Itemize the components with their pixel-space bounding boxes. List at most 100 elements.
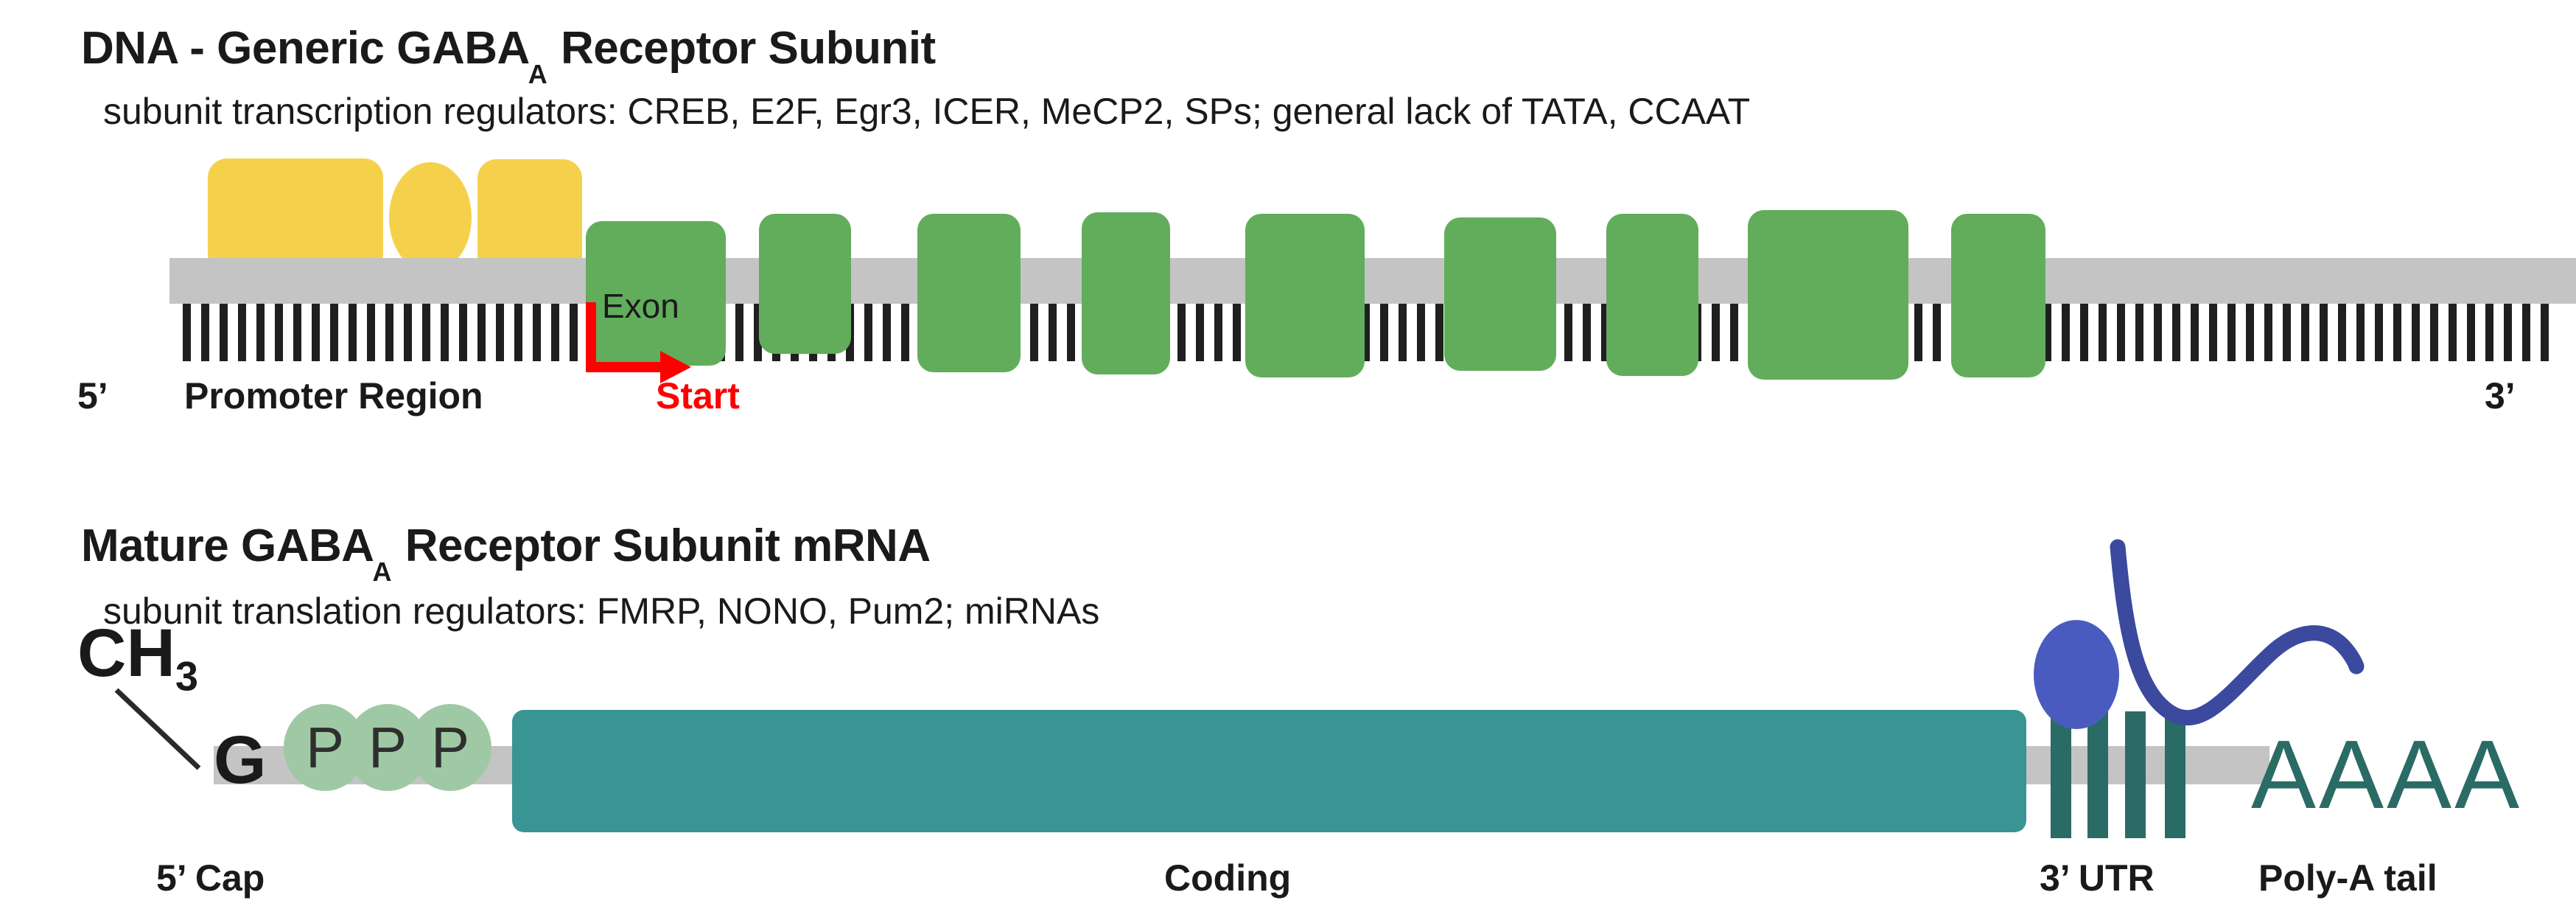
dna-tick	[220, 304, 228, 361]
exon-box-3	[917, 214, 1021, 372]
dna-tick	[404, 304, 412, 361]
dna-title-tail: Receptor Subunit	[548, 23, 936, 74]
dna-tick	[1196, 304, 1204, 361]
five-prime-cap-label: 5’ Cap	[156, 857, 265, 899]
dna-tick	[2393, 304, 2401, 361]
dna-tick	[901, 304, 909, 361]
dna-tick	[349, 304, 357, 361]
mirna-squiggle-icon	[2110, 539, 2365, 726]
dna-tick	[754, 304, 762, 361]
dna-tick	[2356, 304, 2365, 361]
dna-tick	[2117, 304, 2125, 361]
dna-tick	[1380, 304, 1388, 361]
dna-tick	[2135, 304, 2143, 361]
dna-tick	[2541, 304, 2549, 361]
dna-tick	[1601, 304, 1609, 361]
dna-tick	[2154, 304, 2162, 361]
dna-tick	[459, 304, 467, 361]
exon-box-5	[1245, 214, 1365, 377]
dna-title-main: DNA - Generic GABA	[81, 23, 530, 74]
dna-tick	[2246, 304, 2254, 361]
transcription-start-arrow-icon	[586, 302, 691, 383]
exon-box-9	[1951, 214, 2045, 377]
dna-tick	[2062, 304, 2070, 361]
dna-tick	[2412, 304, 2420, 361]
regulator-box-1	[208, 158, 383, 273]
dna-tick	[312, 304, 320, 361]
ch3-subscript: 3	[175, 652, 199, 700]
dna-tick	[2320, 304, 2328, 361]
dna-tick	[293, 304, 301, 361]
dna-tick	[864, 304, 872, 361]
exon-box-1: Exon	[586, 221, 726, 366]
dna-tick	[2043, 304, 2051, 361]
poly-a-text: AAAA	[2251, 720, 2523, 829]
dna-tick	[2227, 304, 2236, 361]
dna-three-prime-label: 3’	[2485, 375, 2516, 417]
mrna-title-tail: Receptor Subunit mRNA	[393, 520, 931, 571]
dna-tick	[883, 304, 891, 361]
dna-tick	[1233, 304, 1241, 361]
dna-tick	[1030, 304, 1038, 361]
exon-box-4	[1082, 212, 1170, 374]
dna-tick	[238, 304, 246, 361]
dna-tick	[1914, 304, 1922, 361]
rna-binding-protein-ellipse-icon	[2034, 620, 2119, 729]
dna-tick	[2430, 304, 2438, 361]
dna-tick	[514, 304, 522, 361]
mrna-section-subtitle: subunit translation regulators: FMRP, NO…	[103, 590, 1100, 632]
dna-tick	[533, 304, 541, 361]
dna-tick	[2264, 304, 2272, 361]
dna-tick	[1417, 304, 1425, 361]
dna-tick	[735, 304, 743, 361]
ch3-text: CH	[77, 616, 175, 691]
poly-a-tail-label: Poly-A tail	[2258, 857, 2437, 899]
dna-backbone-strand	[169, 258, 2576, 304]
dna-tick	[1730, 304, 1738, 361]
mrna-section-title: Mature GABAA Receptor Subunit mRNA	[81, 520, 931, 587]
phosphate-circle-2: P	[346, 704, 429, 791]
exon-group: Exon	[0, 0, 2576, 442]
coding-region-block	[512, 710, 2026, 832]
dna-tick	[477, 304, 486, 361]
dna-five-prime-label: 5’	[77, 375, 108, 417]
dna-tick	[441, 304, 449, 361]
dna-tick	[1933, 304, 1941, 361]
dna-section-title: DNA - Generic GABAA Receptor Subunit	[81, 22, 936, 89]
dna-tick	[1583, 304, 1591, 361]
dna-tick	[1177, 304, 1186, 361]
dna-tick	[496, 304, 504, 361]
dna-tick	[330, 304, 338, 361]
coding-region-label: Coding	[1164, 857, 1292, 899]
utr-bar-4	[2165, 711, 2185, 838]
exon-box-8	[1748, 210, 1908, 380]
dna-tick	[367, 304, 375, 361]
dna-tick	[385, 304, 393, 361]
dna-tick	[2485, 304, 2493, 361]
exon-text-label: Exon	[602, 287, 679, 325]
dna-tick	[183, 304, 191, 361]
methyl-group-label: CH3	[77, 619, 198, 697]
three-prime-utr-label: 3’ UTR	[2040, 857, 2155, 899]
exon-box-2	[759, 214, 851, 354]
dna-tick	[275, 304, 283, 361]
mrna-title-subscript-a: A	[372, 557, 392, 588]
phosphate-circle-3: P	[409, 704, 491, 791]
dna-tick	[1214, 304, 1222, 361]
dna-tick	[1049, 304, 1057, 361]
dna-tick	[2449, 304, 2457, 361]
dna-tick	[2522, 304, 2530, 361]
utr-bar-1	[2051, 711, 2071, 838]
utr-bar-2	[2087, 711, 2108, 838]
dna-tick	[2191, 304, 2199, 361]
guanine-cap-label: G	[214, 722, 267, 798]
dna-tick	[1435, 304, 1443, 361]
dna-tick	[2301, 304, 2309, 361]
dna-section-subtitle: subunit transcription regulators: CREB, …	[103, 91, 1751, 132]
regulator-oval-2	[389, 162, 472, 273]
dna-tick	[422, 304, 430, 361]
methyl-connector-line	[114, 688, 201, 770]
regulator-box-3	[477, 159, 582, 274]
